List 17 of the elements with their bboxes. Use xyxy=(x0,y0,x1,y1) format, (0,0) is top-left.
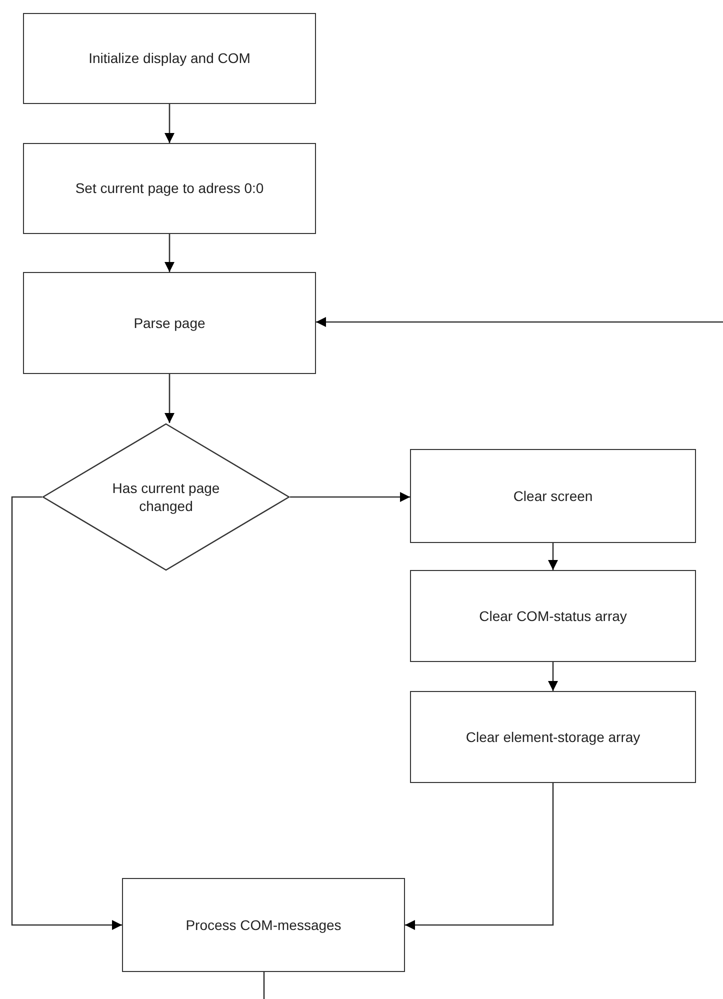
node-label: Clear COM-status array xyxy=(479,606,627,626)
node-label: Clear element-storage array xyxy=(466,728,640,746)
arrow xyxy=(164,104,174,143)
node-label: Clear screen xyxy=(513,486,593,506)
node-label: Has current page changed xyxy=(111,478,221,516)
arrow xyxy=(164,234,174,272)
arrow xyxy=(548,543,558,570)
arrow xyxy=(405,783,554,930)
arrow xyxy=(316,317,723,327)
node-label: Initialize display and COM xyxy=(88,49,250,68)
node-label: Set current page to adress 0:0 xyxy=(75,179,264,198)
arrow xyxy=(11,496,122,930)
arrow xyxy=(164,374,174,423)
node-label: Process COM-messages xyxy=(186,916,342,934)
node-label: Parse page xyxy=(134,314,206,332)
arrow xyxy=(290,492,410,502)
arrow xyxy=(548,662,558,691)
